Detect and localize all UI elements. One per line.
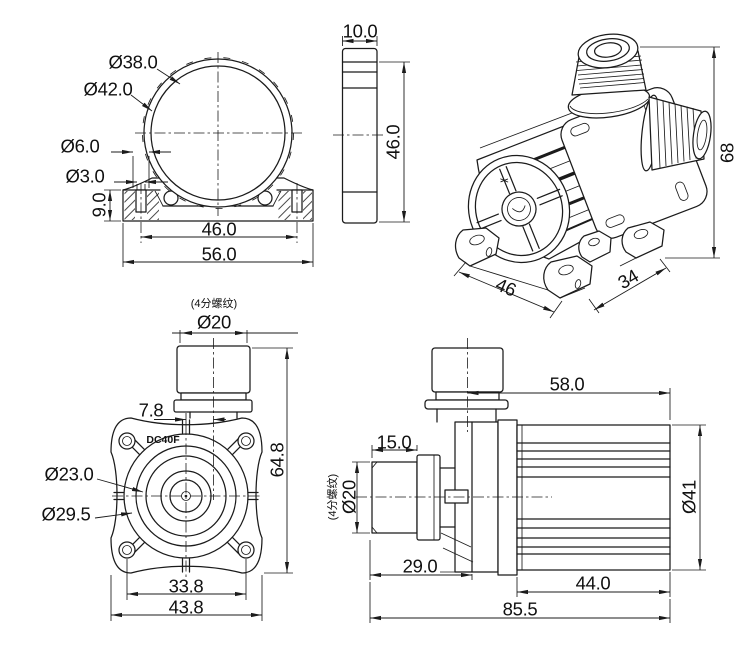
dim-w29-label: 29.0 [403,556,438,577]
dim-w43-8: 43.8 [110,575,263,621]
dim-d41-label: Ø41 [679,480,700,514]
dim-d3-label: Ø3.0 [66,166,105,187]
dim-w85-5: 85.5 [369,582,671,623]
dim-side-d20-label: Ø20 [339,480,360,514]
dim-w43-8-label: 43.8 [169,597,204,618]
hatch-right-foot-a [278,191,291,220]
dim-d42-label: Ø42.0 [84,79,133,100]
left-foot-slot [135,189,147,213]
dim-iso-34: 34 [588,258,671,314]
front-corner-holes [118,432,255,559]
iso-logo-mark [500,176,509,185]
side-thread-note: (4分螺纹) [325,474,339,520]
side-body-ribs [516,442,671,555]
dim-front-d20-label: Ø20 [197,312,231,333]
dim-iso-46-label: 46 [493,273,520,300]
side-inlet-threads [371,461,418,534]
view-bracket-front: Ø38.0 Ø42.0 Ø6.0 Ø3.0 9.0 46.0 [61,52,314,267]
iso-top-port [567,33,651,119]
dim-w10: 10.0 [342,21,378,46]
side-top-collar [424,399,509,410]
plate-hole-right [257,190,273,206]
dim-w46: 46.0 [141,219,297,240]
dim-d41: Ø41 [672,424,706,571]
iso-side-port [640,94,712,172]
dim-d38-label: Ø38.0 [109,52,158,73]
right-foot-slot [291,189,303,213]
dim-h46-label: 46.0 [383,125,404,160]
side-motor-body [516,424,671,571]
view-pump-side: 58.0 15.0 (4分螺纹) Ø20 29.0 Ø41 44.0 [325,338,706,623]
model-label: DC40F [146,434,180,446]
dim-d38: Ø38.0 [109,52,181,85]
dim-d6: Ø6.0 [61,136,171,188]
iso-feet [454,221,665,299]
dim-w15-label: 15.0 [377,432,412,453]
dim-d23: Ø23.0 [45,464,144,493]
dim-w33-8: 33.8 [126,559,247,600]
dim-w85-5-label: 85.5 [503,599,538,620]
dim-w56-label: 56.0 [202,244,237,265]
dim-h64-8-label: 64.8 [267,443,288,478]
dim-w15: 15.0 [371,432,418,458]
dim-w44: 44.0 [516,572,671,597]
dim-w56: 56.0 [122,223,314,267]
hatch-left-foot-a [124,191,135,220]
view-isometric: 46 34 68 [453,33,738,319]
dim-w44-label: 44.0 [576,573,611,594]
dim-h9: 9.0 [89,189,121,222]
dim-front-d20: (4分螺纹) Ø20 [172,296,298,343]
dim-w46-label: 46.0 [202,219,237,240]
side-inlet-collar [416,454,441,541]
dim-h46: 46.0 [379,61,410,223]
dim-d29-5: Ø29.5 [42,504,133,525]
dim-d42: Ø42.0 [84,79,153,112]
dim-w58: 58.0 [467,374,671,420]
dim-w29: 29.0 [369,540,473,580]
front-thread-note: (4分螺纹) [191,296,237,310]
dim-offset-7-8: 7.8 [139,400,226,424]
dim-d3: Ø3.0 [66,166,168,190]
dim-w33-8-label: 33.8 [169,576,204,597]
dim-d6-label: Ø6.0 [61,136,100,157]
dim-iso-68-label: 68 [717,143,738,163]
dim-w58-label: 58.0 [550,374,585,395]
dim-d29-5-label: Ø29.5 [42,504,91,525]
dim-iso-68: 68 [640,46,738,259]
dim-iso-34-label: 34 [614,265,642,293]
front-flange-ribs [113,419,259,573]
plate-hole-left [163,190,179,206]
side-flange-plate [497,419,518,576]
view-bracket-side: 10.0 46.0 [333,21,410,224]
dim-d23-label: Ø23.0 [45,464,94,485]
iso-face-details [474,161,564,257]
view-pump-front: DC40F (4分螺纹) Ø20 7.8 Ø23.0 Ø29.5 6 [42,296,298,621]
dim-offset-label: 7.8 [139,400,164,421]
side-terminal-tab [444,489,469,504]
hatch-right-foot-b [303,191,312,220]
dim-side-d20: (4分螺纹) Ø20 [325,461,370,534]
front-port-collar [173,399,253,413]
hatch-left-foot-b [147,191,159,220]
bracket-profile [341,47,378,224]
dim-w10-label: 10.0 [343,21,378,42]
dim-h64-8: 64.8 [252,347,293,574]
dim-h9-label: 9.0 [89,193,110,218]
